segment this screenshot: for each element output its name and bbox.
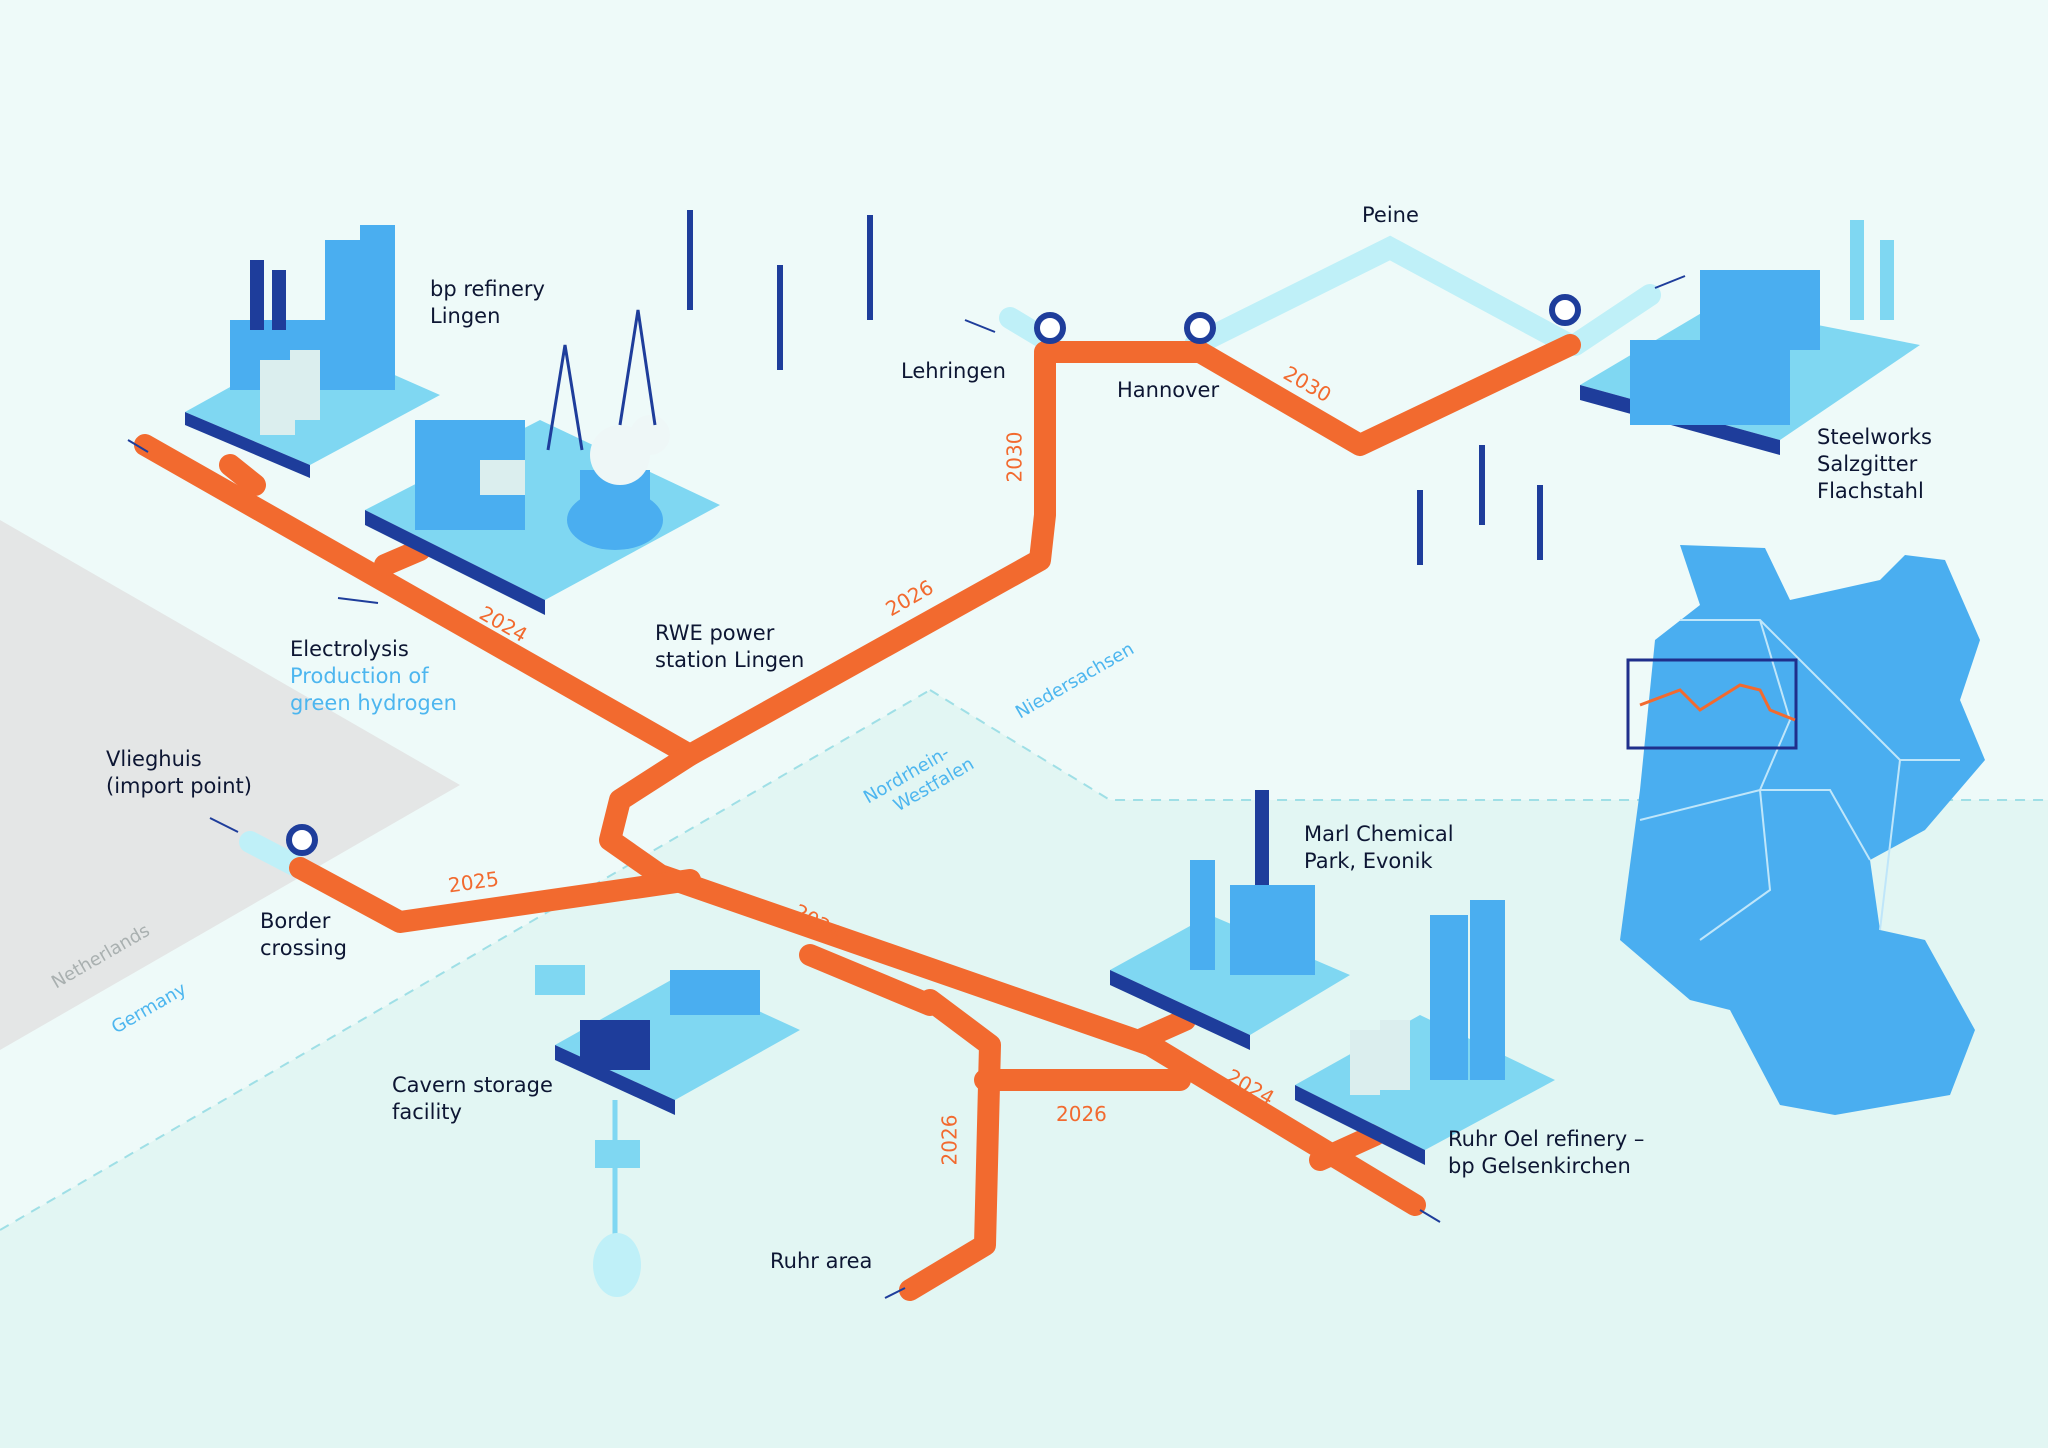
ruhr-oel-label: Ruhr Oel refinery – bp Gelsenkirchen <box>1448 1126 1644 1180</box>
rwe-label-line1: RWE power <box>655 621 775 645</box>
ruhr-area-label-text: Ruhr area <box>770 1249 873 1273</box>
hannover-label: Hannover <box>1117 377 1219 404</box>
electrolysis-title: Electrolysis <box>290 637 409 661</box>
peine-label-text: Peine <box>1362 203 1419 227</box>
valve-icon <box>1549 294 1581 326</box>
rwe-label-line2: station Lingen <box>655 648 805 672</box>
steelworks-salzgitter-icon <box>1580 220 1920 455</box>
ruhr-area-label: Ruhr area <box>770 1248 872 1275</box>
marl-label-line2: Park, Evonik <box>1304 849 1433 873</box>
marl-label: Marl Chemical Park, Evonik <box>1304 821 1454 875</box>
electrolysis-sub-line1: Production of <box>290 664 429 688</box>
pipeline-end-arrows <box>127 275 1686 1299</box>
border-crossing-label-line1: Border <box>260 909 331 933</box>
year-label-ruhr-segment: 2026 <box>937 1114 962 1166</box>
hannover-label-text: Hannover <box>1117 378 1220 402</box>
valve-icon <box>1034 312 1066 344</box>
year-label-lehringen-segment: 2030 <box>1002 431 1027 483</box>
lehringen-label-text: Lehringen <box>901 359 1006 383</box>
electrolysis-label: Electrolysis Production of green hydroge… <box>290 636 457 717</box>
bp-refinery-label-line2: Lingen <box>430 304 501 328</box>
valve-icon <box>1184 312 1216 344</box>
power-pylon-icons <box>546 309 657 451</box>
ruhr-oel-label-line2: bp Gelsenkirchen <box>1448 1154 1631 1178</box>
map-pipeline-route <box>1639 683 1796 722</box>
wind-turbine-icons-north <box>687 210 873 370</box>
steelworks-label-line3: Flachstahl <box>1817 479 1924 503</box>
marl-label-line1: Marl Chemical <box>1304 822 1454 846</box>
cavern-storage-label: Cavern storage facility <box>392 1072 553 1126</box>
ruhr-oel-label-line1: Ruhr Oel refinery – <box>1448 1127 1645 1151</box>
bp-refinery-label: bp refinery Lingen <box>430 276 545 330</box>
rwe-label: RWE power station Lingen <box>655 620 804 674</box>
peine-label: Peine <box>1362 202 1419 229</box>
vlieghuis-label: Vlieghuis (import point) <box>106 746 252 800</box>
steelworks-label: Steelworks Salzgitter Flachstahl <box>1817 424 1932 505</box>
vlieghuis-label-line2: (import point) <box>106 774 252 798</box>
steelworks-label-line1: Steelworks <box>1817 425 1932 449</box>
germany-inset-map <box>1620 545 1985 1115</box>
bp-refinery-lingen-icon <box>185 225 440 478</box>
valve-icons <box>286 294 1581 856</box>
border-crossing-label-line2: crossing <box>260 936 347 960</box>
vlieghuis-label-line1: Vlieghuis <box>106 747 202 771</box>
cavern-storage-label-line2: facility <box>392 1100 462 1124</box>
ruhr-oel-refinery-icon <box>1295 900 1555 1165</box>
cavern-storage-label-line1: Cavern storage <box>392 1073 553 1097</box>
electrolysis-sub-line2: green hydrogen <box>290 691 457 715</box>
cavern-storage-icon <box>535 965 800 1297</box>
border-crossing-label: Border crossing <box>260 908 347 962</box>
rwe-power-station-icon <box>365 415 720 615</box>
wind-turbine-icons-east <box>1417 445 1543 565</box>
marl-chemical-park-icon <box>1110 790 1350 1050</box>
year-label-cross-segment: 2026 <box>1056 1102 1107 1126</box>
lehringen-label: Lehringen <box>901 358 1006 385</box>
planned-pipelines <box>134 334 1581 1301</box>
bp-refinery-label-line1: bp refinery <box>430 277 545 301</box>
valve-icon <box>286 824 318 856</box>
map-highlight-box <box>1626 658 1798 750</box>
steelworks-label-line2: Salzgitter <box>1817 452 1918 476</box>
netherlands-area <box>0 520 460 1050</box>
